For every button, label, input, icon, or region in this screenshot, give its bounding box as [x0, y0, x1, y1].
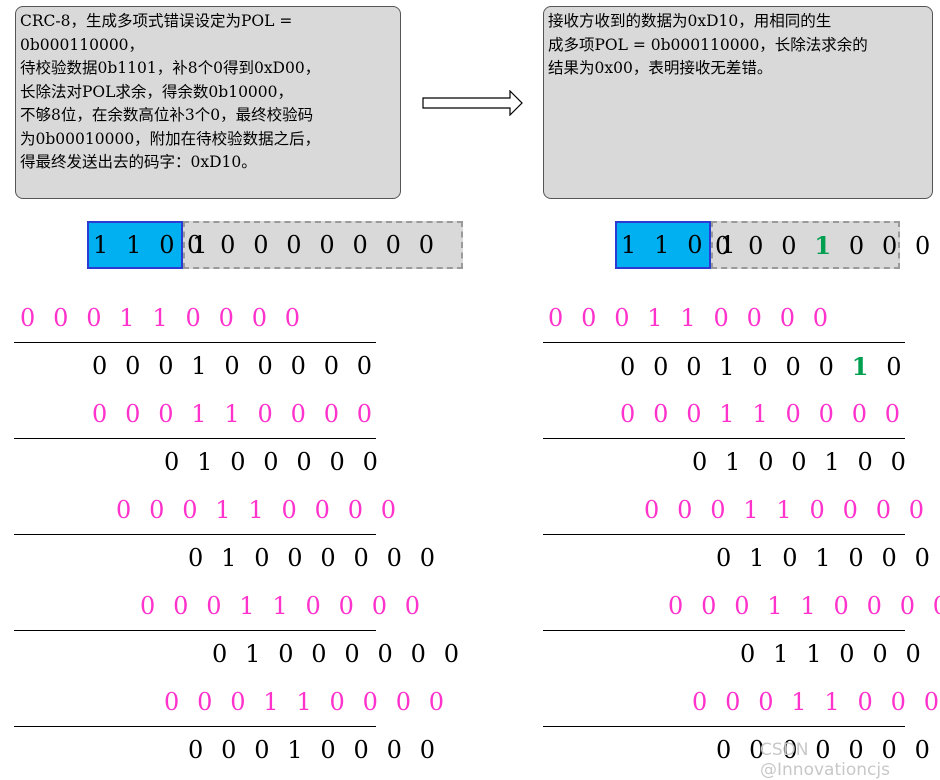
remainder-bits-a: 0 0 0 1 0 0 0 — [620, 353, 839, 381]
note-line: 接收方收到的数据为0xD10，用相同的生 — [548, 12, 832, 30]
note-line: 结果为0x00，表明接收无差错。 — [548, 59, 773, 77]
remainder-row: 0 0 0 1 0 0 0 1 0 — [620, 352, 907, 381]
divisor-row: 0 0 0 1 1 0 0 0 0 — [140, 592, 426, 620]
divisor-row: 0 0 0 1 1 0 0 0 0 — [644, 496, 930, 524]
divisor-row: 0 0 0 1 1 0 0 0 0 — [116, 496, 402, 524]
division-rule — [14, 438, 376, 439]
note-line: 长除法对POL求余，得余数0b10000， — [20, 82, 294, 101]
division-rule — [14, 534, 376, 535]
remainder-row: 0 1 0 0 1 0 0 — [692, 448, 911, 476]
division-rule — [543, 726, 905, 727]
data-bits: 1 1 0 1 — [93, 231, 213, 259]
remainder-row: 0 1 0 0 0 0 0 0 — [212, 640, 465, 668]
remainder-row: 0 1 1 0 0 0 0 — [740, 640, 940, 668]
division-rule — [543, 342, 905, 343]
crc-flag-bit: 1 — [814, 231, 837, 260]
division-rule — [14, 726, 376, 727]
data-bits: 1 1 0 1 — [621, 231, 741, 259]
padding-bits: 0 0 0 0 0 0 0 0 — [187, 231, 440, 259]
divisor-row: 0 0 0 1 1 0 0 0 0 — [548, 304, 834, 332]
data-bits-box — [87, 221, 183, 269]
note-line: 0b000110000， — [20, 35, 145, 54]
watermark: CSDN @Innovationcjs — [760, 740, 890, 780]
division-rule — [543, 438, 905, 439]
note-line: 为0b00010000，附加在待校验数据之后， — [20, 129, 321, 148]
remainder-row: 0 0 0 1 0 0 0 0 0 — [92, 352, 378, 380]
remainder-row: 0 1 0 0 0 0 0 — [164, 448, 383, 476]
divisor-row: 0 0 0 1 1 0 0 0 0 — [620, 400, 906, 428]
crc-bits: 0 0 0 1 0 0 0 0 — [715, 231, 940, 260]
crc-bits-b: 0 0 0 0 — [848, 232, 940, 260]
crc-bits-a: 0 0 0 — [715, 232, 802, 260]
note-line: 待校验数据0b1101，补8个0得到0xD00， — [20, 59, 321, 77]
note-line: CRC-8，生成多项式错误设定为POL = — [20, 12, 293, 30]
right-arrow-icon — [422, 90, 523, 116]
remainder-row: 0 1 0 1 0 0 0 — [716, 544, 935, 572]
note-line: 成多项POL = 0b000110000，长除法求余的 — [548, 35, 868, 54]
final-remainder-row: 0 0 0 1 0 0 0 0 — [188, 736, 441, 764]
division-rule — [543, 630, 905, 631]
note-line: 得最终发送出去的码字：0xD10。 — [20, 153, 257, 171]
padding-bits-box — [183, 221, 463, 269]
remainder-row: 0 1 0 0 0 0 0 0 — [188, 544, 441, 572]
divisor-row: 0 0 0 1 1 0 0 0 0 — [668, 592, 940, 620]
division-rule — [14, 630, 376, 631]
receiver-explanation-note: 接收方收到的数据为0xD10，用相同的生 成多项POL = 0b00011000… — [543, 6, 933, 199]
divisor-row: 0 0 0 1 1 0 0 0 0 — [164, 688, 450, 716]
crc-bits-box — [711, 221, 900, 269]
flag-bit: 1 — [851, 352, 874, 381]
remainder-bits-b: 0 — [886, 353, 907, 381]
divisor-row: 0 0 0 1 1 0 0 0 0 — [692, 688, 940, 716]
final-remainder-row: 0 0 0 0 0 0 0 0 — [716, 736, 940, 764]
divisor-row: 0 0 0 1 1 0 0 0 0 — [92, 400, 378, 428]
sender-explanation-note: CRC-8，生成多项式错误设定为POL = 0b000110000， 待校验数据… — [15, 6, 401, 199]
division-rule — [14, 342, 376, 343]
division-rule — [543, 534, 905, 535]
note-line: 不够8位，在余数高位补3个0，最终校验码 — [20, 106, 314, 124]
data-bits-box — [615, 221, 711, 269]
divisor-row: 0 0 0 1 1 0 0 0 0 — [20, 304, 306, 332]
